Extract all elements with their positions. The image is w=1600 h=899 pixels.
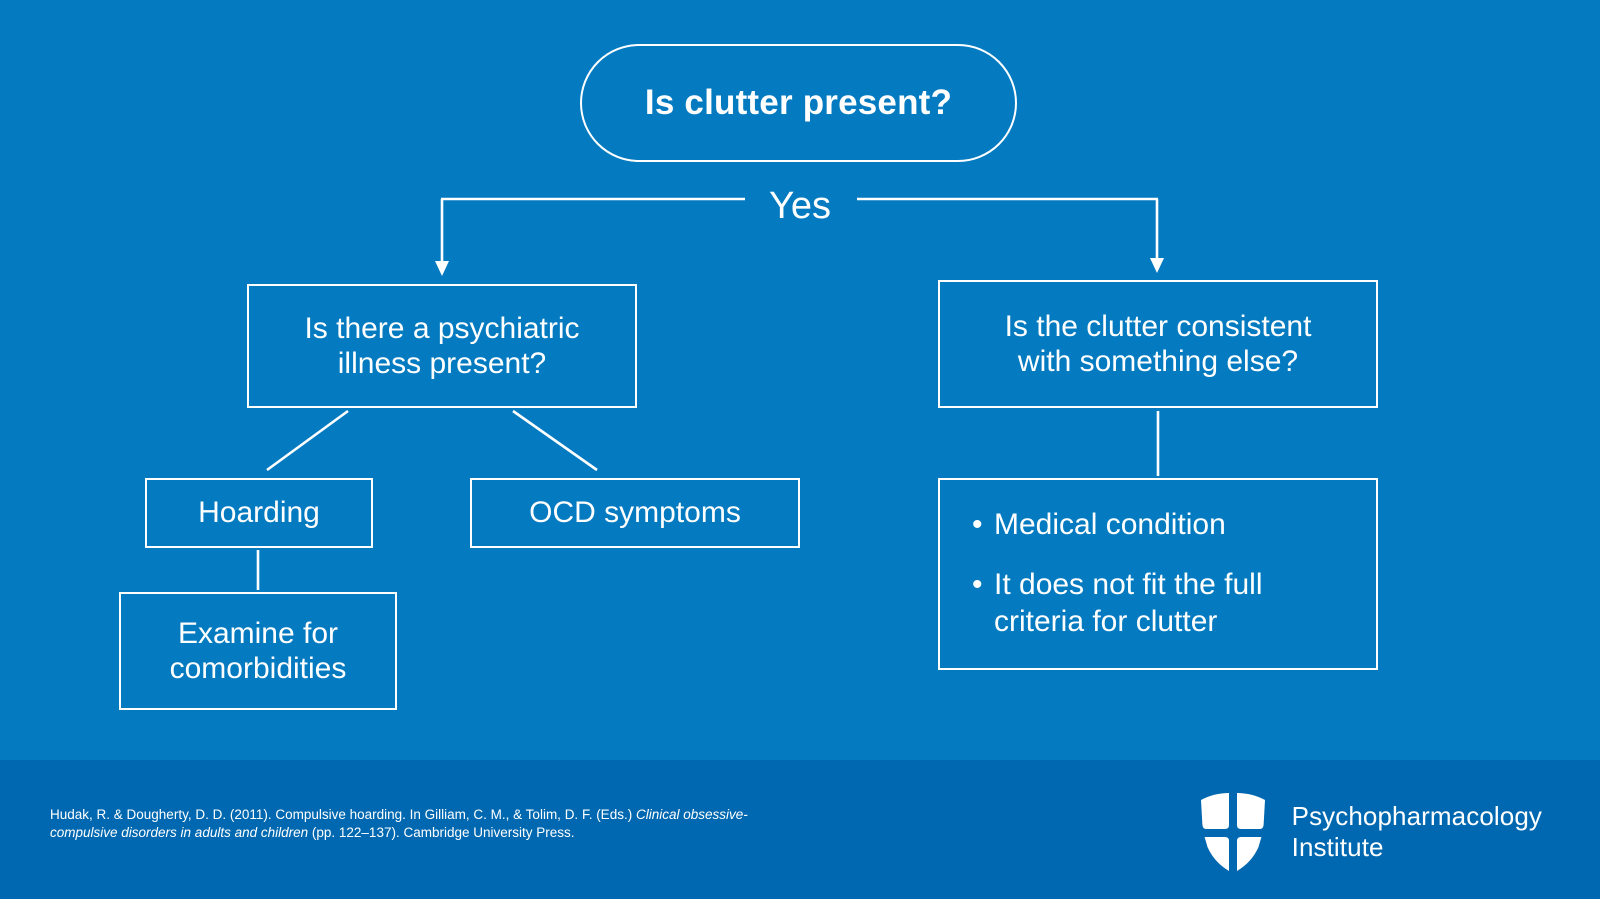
- node-is-clutter-present[interactable]: Is clutter present?: [580, 44, 1017, 162]
- flowchart-diagram: Is clutter present? Yes Is there a psych…: [119, 44, 1378, 710]
- footer-band: Hudak, R. & Dougherty, D. D. (2011). Com…: [0, 760, 1600, 899]
- arrowhead-left: [435, 261, 449, 276]
- node-clutter-consistent[interactable]: Is the clutter consistent with something…: [938, 280, 1378, 408]
- citation-text: Hudak, R. & Dougherty, D. D. (2011). Com…: [50, 806, 810, 842]
- node-examine-comorbidities[interactable]: Examine for comorbidities: [119, 592, 397, 710]
- list-item: • Medical condition: [972, 506, 1346, 544]
- citation-part-1: Hudak, R. & Dougherty, D. D. (2011). Com…: [50, 807, 636, 822]
- connector-to-hoarding: [266, 409, 349, 472]
- arrowhead-right: [1150, 258, 1164, 273]
- node-label: Is the clutter consistent with something…: [1004, 309, 1312, 378]
- shield-cross-icon: [1200, 793, 1265, 871]
- citation-part-2: (pp. 122–137). Cambridge University Pres…: [308, 825, 575, 841]
- brand-logo: Psychopharmacology Institute: [1196, 790, 1542, 874]
- node-psychiatric-illness[interactable]: Is there a psychiatric illness present?: [247, 284, 637, 408]
- list-item-label: It does not fit the full criteria for cl…: [994, 567, 1263, 639]
- node-other-explanations[interactable]: • Medical condition • It does not fit th…: [938, 478, 1378, 670]
- citation-book-title: Clinical obsessive-compulsive disorders …: [50, 807, 748, 841]
- node-ocd-symptoms[interactable]: OCD symptoms: [470, 478, 800, 548]
- node-label: Examine for comorbidities: [169, 616, 347, 685]
- logo-line-2: Institute: [1291, 832, 1384, 862]
- bullet-icon: •: [972, 508, 983, 541]
- bullet-icon: •: [972, 567, 983, 601]
- node-label: Is clutter present?: [644, 83, 953, 123]
- node-label: OCD symptoms: [529, 496, 741, 530]
- logo-line-1: Psychopharmacology: [1291, 801, 1542, 832]
- edge-label-yes: Yes: [745, 183, 855, 229]
- list-item: • It does not fit the full criteria for …: [972, 566, 1346, 641]
- logo-wordmark: Psychopharmacology Institute: [1292, 801, 1542, 862]
- node-hoarding[interactable]: Hoarding: [145, 478, 373, 548]
- list-item-label: Medical condition: [994, 508, 1226, 541]
- node-label: Hoarding: [198, 496, 320, 530]
- node-label: Is there a psychiatric illness present?: [304, 311, 580, 380]
- connector-to-ocd: [512, 409, 598, 472]
